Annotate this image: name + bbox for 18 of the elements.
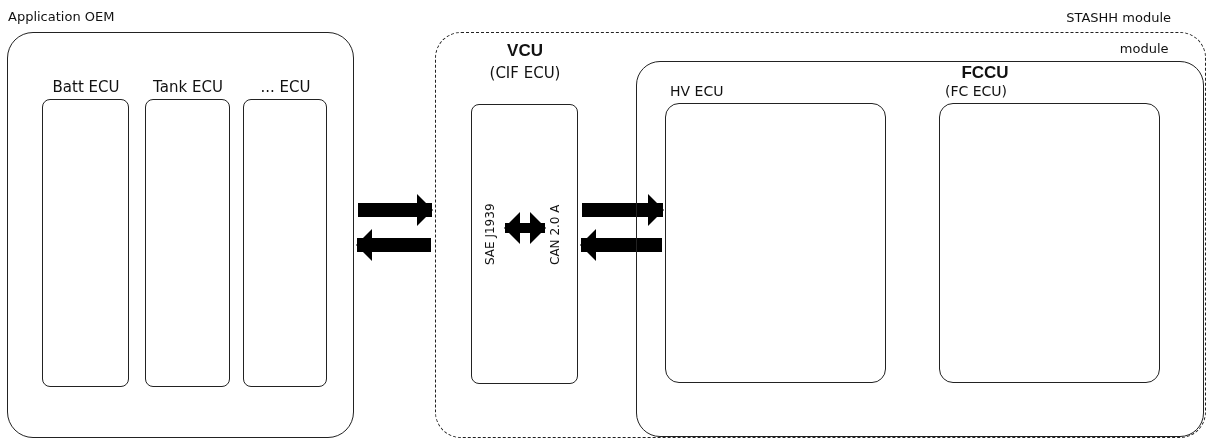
ecu-label: HV ECU: [670, 84, 724, 100]
module-title: STASHH module: [1066, 11, 1171, 26]
ecu-label: Batt ECU: [51, 78, 121, 95]
unit-title: FCCU: [960, 64, 1010, 83]
unit-subtitle: (FC ECU): [945, 84, 1008, 100]
unit-title: VCU: [506, 41, 544, 61]
block-arrow: [580, 229, 662, 261]
block-arrow: [358, 194, 433, 226]
block-arrow: [582, 194, 664, 226]
protocol-label: SAE J1939: [482, 189, 500, 265]
ecu-label: ... ECU: [259, 78, 312, 95]
module-title: module: [1119, 41, 1169, 56]
unit-subtitle: (CIF ECU): [488, 64, 562, 81]
group-title: Application OEM: [8, 10, 115, 25]
ecu-label: Tank ECU: [152, 78, 224, 95]
block-arrow: [356, 229, 431, 261]
protocol-label: CAN 2.0 A: [547, 189, 565, 265]
double-arrow: [504, 212, 546, 244]
